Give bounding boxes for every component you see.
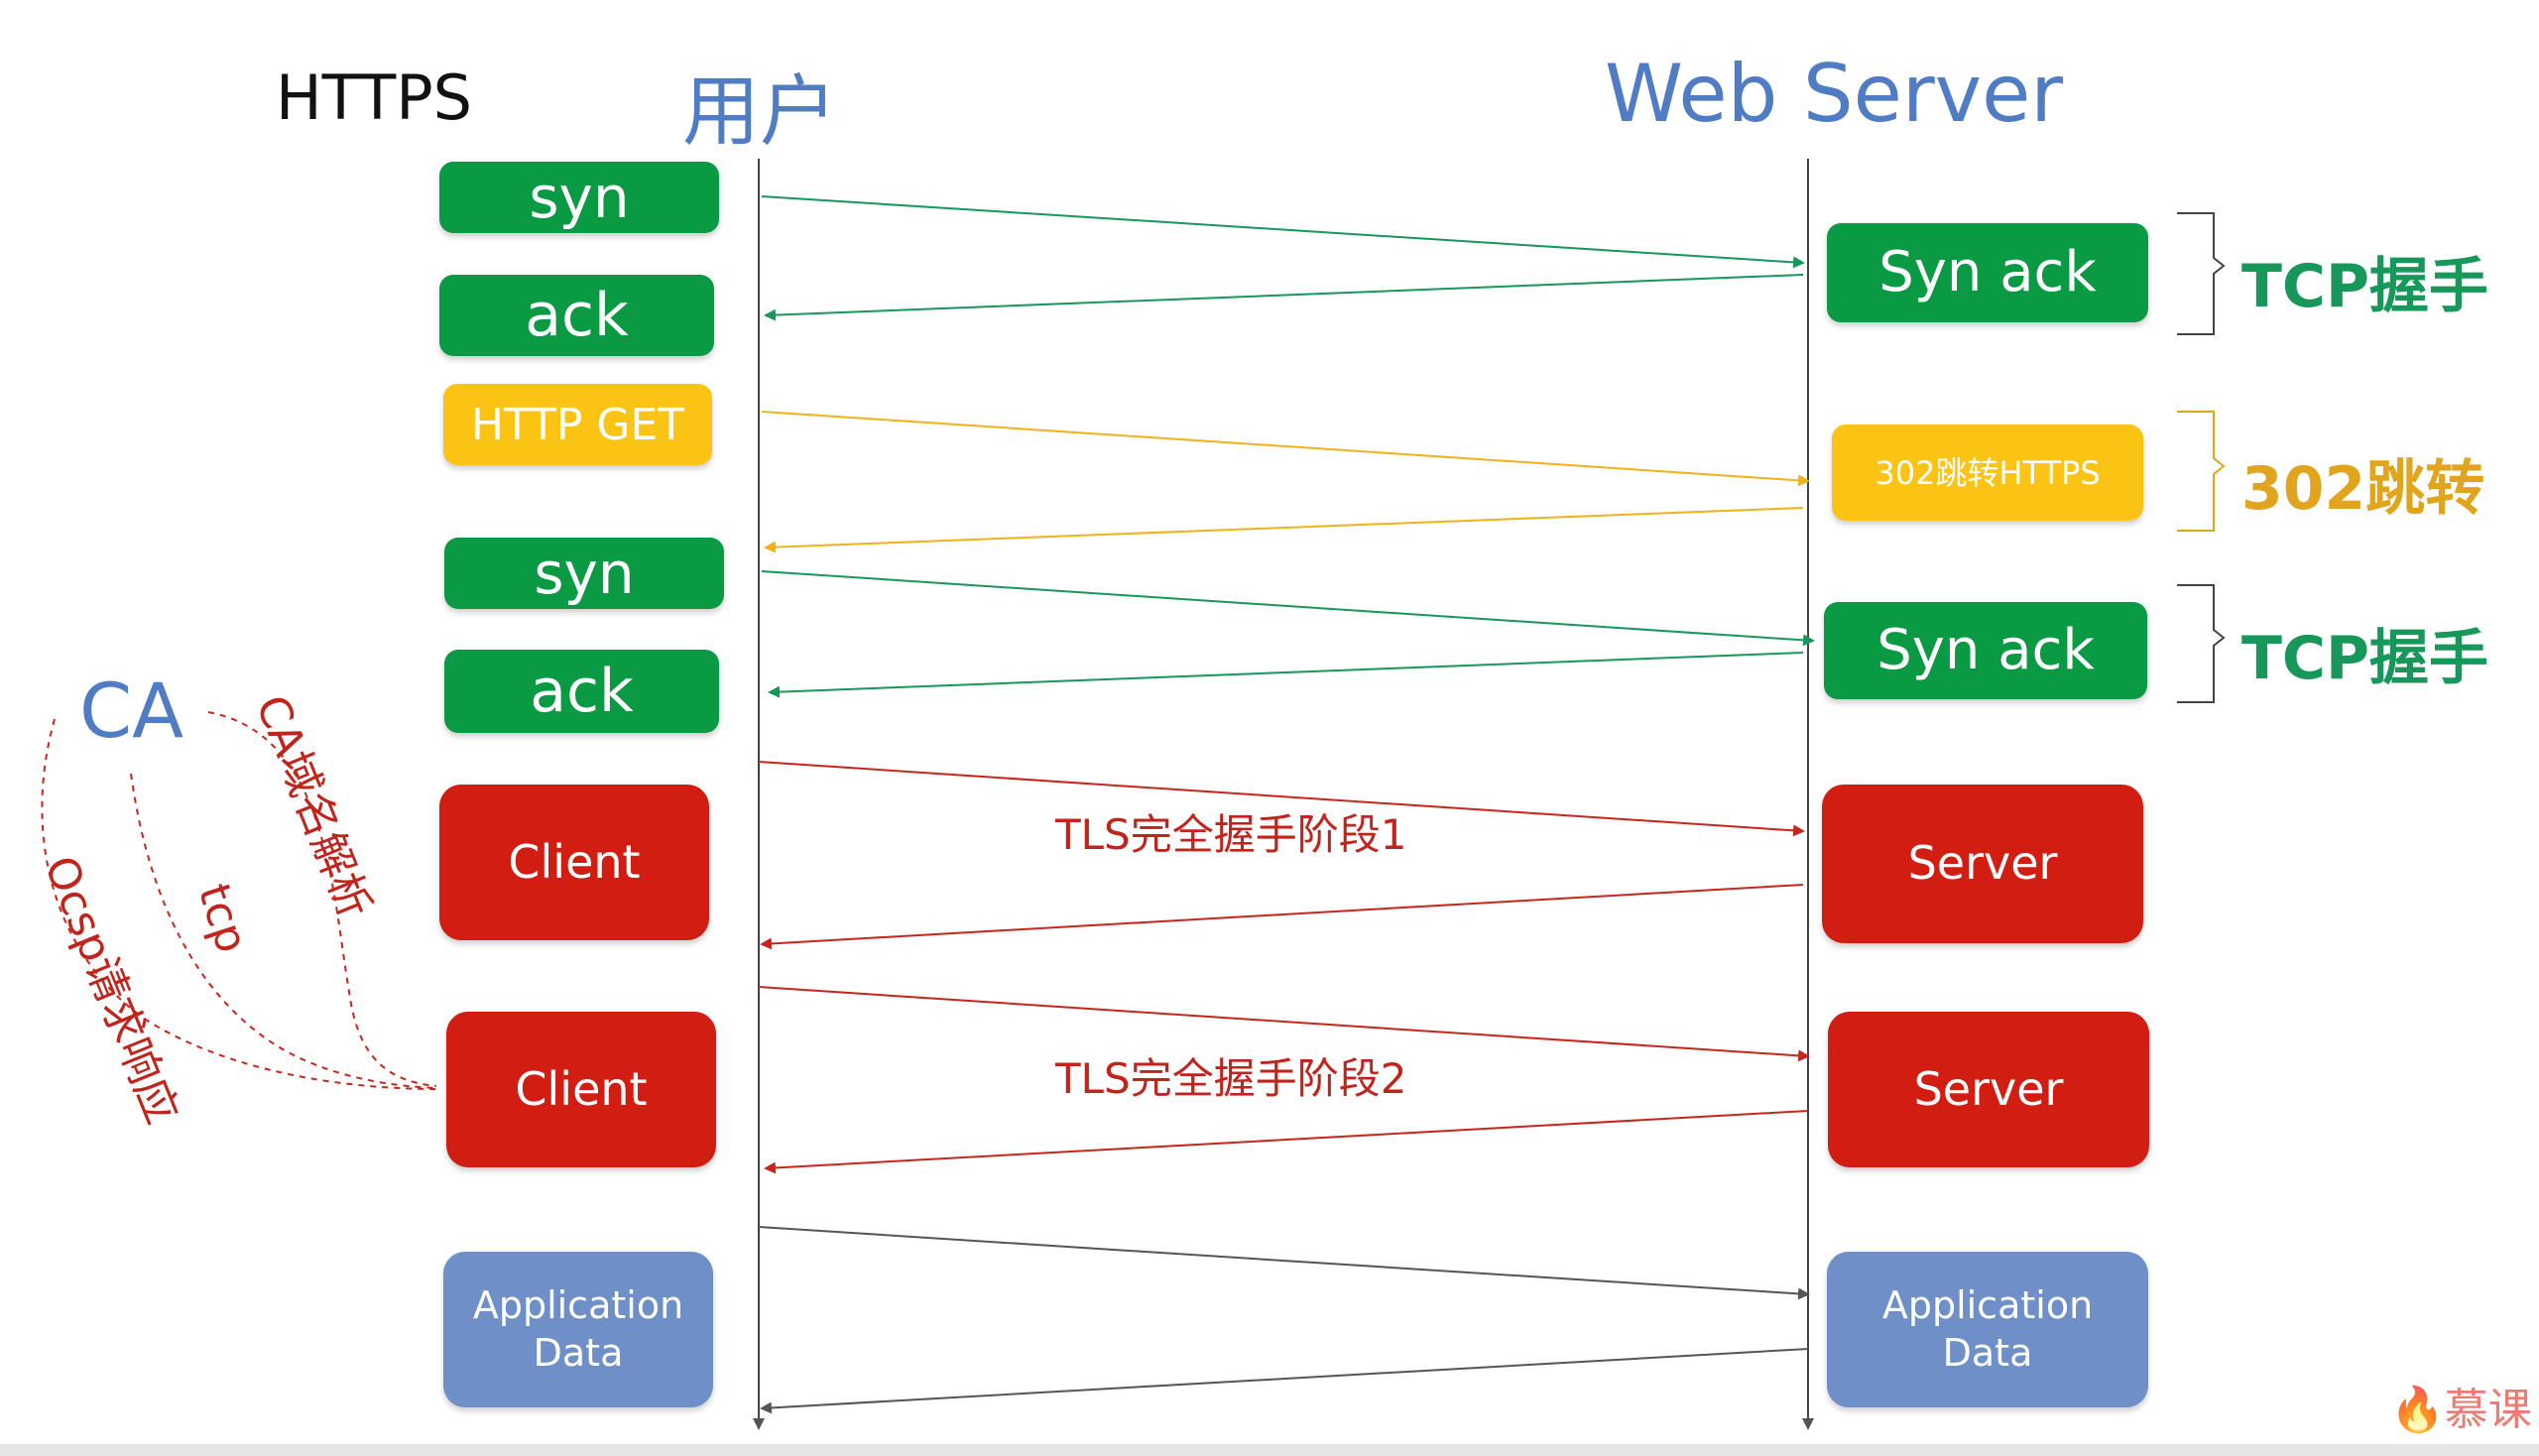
brace-redirect: [2177, 411, 2226, 532]
server-tls1-box: Server: [1822, 785, 2143, 943]
tls-phase2-label: TLS完全握手阶段2: [1055, 1054, 1407, 1103]
curve-ocsp: [41, 718, 437, 1090]
client-app-data-box: Application Data: [443, 1252, 713, 1407]
message-arrows: [758, 195, 1815, 1414]
server-redirect-box: 302跳转HTTPS: [1832, 425, 2143, 521]
arrow-syn-ack2: [768, 652, 1804, 698]
arrow-http-get: [761, 411, 1810, 487]
phase-braces: [2177, 212, 2226, 703]
arrow-302: [764, 507, 1804, 553]
curve-dns: [207, 711, 437, 1087]
lifelines: [753, 159, 1814, 1430]
arrow-app-back: [760, 1348, 1809, 1414]
tls-phase1-label: TLS完全握手阶段1: [1055, 810, 1407, 859]
client-ack2-box: ack: [444, 650, 719, 733]
arrow-app-out: [758, 1226, 1810, 1300]
arrow-tls2-out: [758, 986, 1810, 1062]
client-http-get-box: HTTP GET: [443, 384, 712, 465]
brace-tcp1: [2177, 212, 2226, 335]
client-tls2-box: Client: [446, 1012, 716, 1167]
server-app-data-box: Application Data: [1827, 1252, 2148, 1407]
arrow-syn1: [761, 195, 1805, 269]
arrow-tls1-back: [760, 884, 1804, 950]
arrow-syn2: [761, 570, 1815, 647]
watermark-logo: 🔥慕课: [2390, 1374, 2532, 1437]
arrow-tls1-out: [758, 761, 1805, 837]
watermark-text: 慕课: [2444, 1385, 2532, 1435]
server-syn-ack2-box: Syn ack: [1824, 602, 2147, 699]
arrow-tls2-back: [764, 1110, 1809, 1174]
client-tls1-box: Client: [439, 785, 709, 940]
server-tls2-box: Server: [1828, 1012, 2149, 1167]
brace-tcp2: [2177, 584, 2226, 703]
ca-label: CA: [79, 667, 184, 755]
bottom-bar: [0, 1444, 2539, 1456]
tcp-handshake-label-2: TCP握手: [2241, 624, 2488, 693]
flame-icon: 🔥: [2390, 1385, 2445, 1435]
client-syn2-box: syn: [444, 538, 724, 609]
client-ack-box: ack: [439, 275, 714, 356]
redirect-label: 302跳转: [2241, 454, 2485, 524]
curve-tcp: [130, 773, 437, 1089]
ca-curves: [41, 711, 437, 1090]
server-syn-ack-box: Syn ack: [1827, 223, 2148, 322]
client-syn-box: syn: [439, 162, 719, 233]
tcp-handshake-label-1: TCP握手: [2241, 252, 2488, 321]
server-title: Web Server: [1605, 48, 2064, 140]
arrow-syn-ack1: [764, 274, 1804, 321]
client-title: 用户: [682, 67, 838, 157]
protocol-title: HTTPS: [276, 61, 473, 134]
